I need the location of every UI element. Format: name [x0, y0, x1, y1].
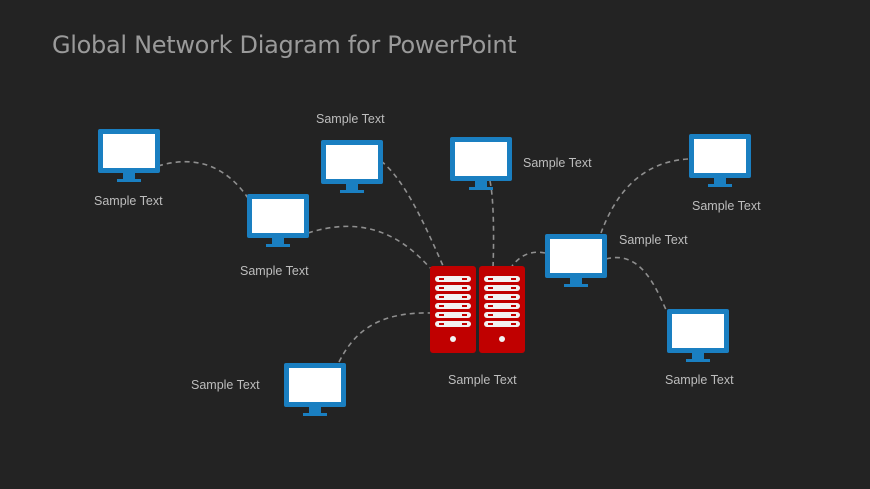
monitor-icon: [667, 309, 729, 365]
connector-m1-m2: [157, 160, 249, 199]
monitor-icon: [450, 137, 512, 193]
slide-title: Global Network Diagram for PowerPoint: [52, 31, 517, 59]
monitor-icon: [98, 129, 160, 185]
connector-m2-server: [307, 225, 431, 269]
server-icon-left: [430, 266, 476, 353]
monitor-icon: [321, 140, 383, 196]
server-icon-right: [479, 266, 525, 353]
monitor-label: Sample Text: [316, 112, 385, 126]
monitor-icon: [284, 363, 346, 419]
connector-m3-server: [380, 160, 445, 269]
monitor-label: Sample Text: [94, 194, 163, 208]
connector-m6-server: [511, 251, 546, 267]
monitor-label: Sample Text: [523, 156, 592, 170]
monitor-label: Sample Text: [240, 264, 309, 278]
monitor-icon: [545, 234, 607, 290]
connector-m8-server: [338, 312, 431, 363]
server-label: Sample Text: [448, 373, 517, 387]
monitor-label: Sample Text: [619, 233, 688, 247]
monitor-label: Sample Text: [665, 373, 734, 387]
monitor-icon: [689, 134, 751, 190]
monitor-label: Sample Text: [692, 199, 761, 213]
monitor-label: Sample Text: [191, 378, 260, 392]
monitor-icon: [247, 194, 309, 250]
connector-m4-server: [489, 180, 495, 269]
connector-m5-m6: [600, 158, 689, 234]
connector-m6-m7: [605, 256, 668, 313]
